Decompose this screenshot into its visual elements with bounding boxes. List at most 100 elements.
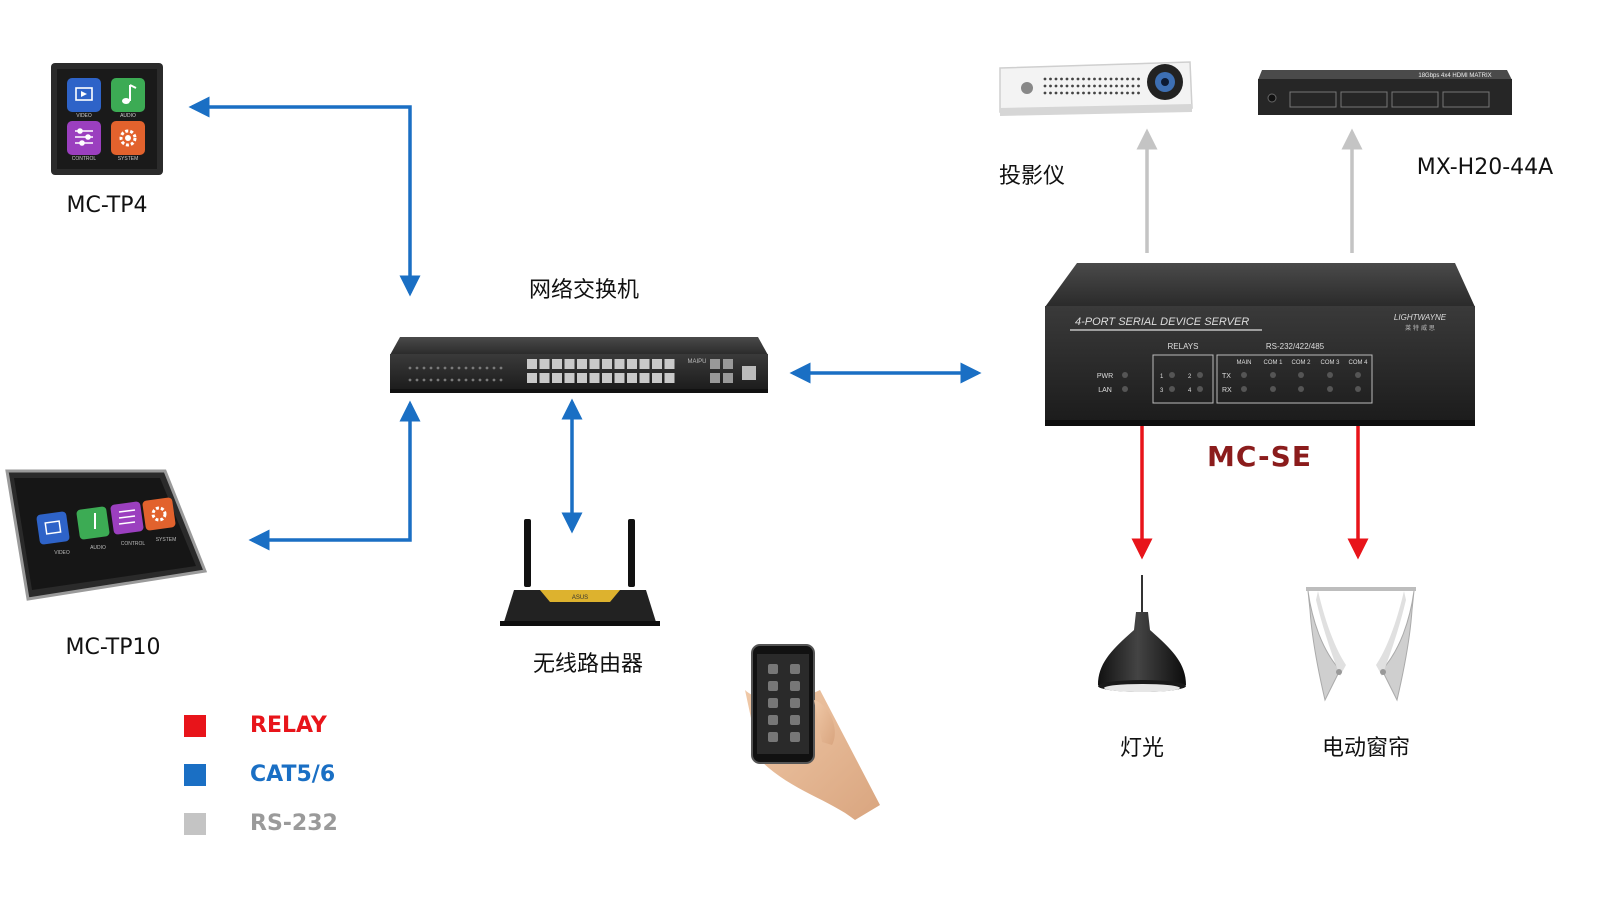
control-tile xyxy=(67,121,101,155)
light-label: 灯光 xyxy=(1119,736,1165,761)
pwr-led xyxy=(1122,372,1128,378)
relay-connections xyxy=(1131,425,1369,560)
video-tile xyxy=(36,511,70,545)
wireless-router: ASUS xyxy=(500,519,660,626)
app-icon xyxy=(768,732,778,742)
vent-hole xyxy=(1098,91,1102,95)
status-led xyxy=(464,366,468,370)
mc-se-device: 4-PORT SERIAL DEVICE SERVER LIGHTWAYNE 莱… xyxy=(1045,263,1475,426)
ethernet-port xyxy=(602,373,612,383)
status-led xyxy=(485,366,489,370)
rs232-connections xyxy=(1136,128,1363,253)
tile-caption: CONTROL xyxy=(121,541,146,547)
status-led xyxy=(415,378,419,382)
vent-hole xyxy=(1043,84,1047,88)
mcse-brand: LIGHTWAYNE xyxy=(1394,313,1447,322)
vent-hole xyxy=(1093,84,1096,88)
vent-hole xyxy=(1087,77,1091,81)
vent-hole xyxy=(1137,77,1140,81)
vent-hole xyxy=(1131,77,1135,81)
pwr-label: PWR xyxy=(1097,373,1113,380)
status-led xyxy=(436,366,440,370)
network-switch: MAIPU xyxy=(390,337,768,393)
rx-led xyxy=(1270,386,1276,392)
gear-icon xyxy=(151,506,167,522)
mcse-front-title: 4-PORT SERIAL DEVICE SERVER xyxy=(1075,316,1249,328)
legend-item-cat: CAT5/6 xyxy=(184,762,335,787)
ethernet-port xyxy=(627,359,637,369)
hdmi-port-group xyxy=(1340,91,1388,108)
ethernet-port xyxy=(614,373,625,383)
ethernet-port xyxy=(577,359,587,369)
vent-hole xyxy=(1060,77,1063,81)
ethernet-port xyxy=(639,359,650,369)
ethernet-port xyxy=(577,373,587,383)
legend-swatch xyxy=(184,714,206,737)
cat-connections xyxy=(188,96,982,551)
status-led xyxy=(485,378,489,382)
app-icon xyxy=(768,715,778,725)
port-label: MAIN xyxy=(1237,360,1252,366)
relays-title: RELAYS xyxy=(1168,342,1199,351)
sfp-port xyxy=(710,359,720,369)
vent-hole xyxy=(1087,91,1091,95)
status-led xyxy=(492,366,496,370)
status-led xyxy=(422,366,426,370)
vent-hole xyxy=(1065,77,1069,81)
sliders-icon xyxy=(75,128,93,146)
rx-led xyxy=(1327,386,1333,392)
status-led xyxy=(422,378,426,382)
mc-tp10-device: VIDEO AUDIO CONTROL SYSTEM xyxy=(5,469,208,601)
vent-hole xyxy=(1098,77,1102,81)
legend-label: RS-232 xyxy=(250,811,338,836)
console-port xyxy=(742,366,756,380)
app-icon xyxy=(790,664,800,674)
relay-num: 3 xyxy=(1160,388,1164,394)
matrix-ports xyxy=(1267,91,1490,108)
ethernet-port xyxy=(602,359,612,369)
switch-ports xyxy=(408,359,756,383)
ethernet-port xyxy=(552,373,562,383)
tx-led xyxy=(1355,372,1361,378)
legend-swatch xyxy=(184,763,206,786)
relay-num: 1 xyxy=(1160,374,1164,380)
ethernet-port xyxy=(664,373,675,383)
status-led xyxy=(415,366,419,370)
app-icon xyxy=(768,664,778,674)
relay-led xyxy=(1197,386,1203,392)
status-led xyxy=(457,366,461,370)
control-tile xyxy=(110,501,144,535)
app-icon xyxy=(768,681,778,691)
cat-line-tp10 xyxy=(248,400,421,551)
hdmi-port-group xyxy=(1391,91,1439,108)
relay-led xyxy=(1197,372,1203,378)
vent-hole xyxy=(1060,84,1063,88)
vent-hole xyxy=(1120,91,1124,95)
curtain-label: 电动窗帘 xyxy=(1321,736,1411,761)
audio-tile xyxy=(111,78,145,112)
ethernet-port xyxy=(527,359,537,369)
vent-hole xyxy=(1120,77,1124,81)
sfp-port xyxy=(723,373,733,383)
switch-label: 网络交换机 xyxy=(528,278,640,303)
vent-hole xyxy=(1043,77,1047,81)
status-led xyxy=(429,378,433,382)
lan-led xyxy=(1122,386,1128,392)
vent-hole xyxy=(1082,77,1085,81)
router-label: 无线路由器 xyxy=(532,652,644,677)
tx-led xyxy=(1241,372,1247,378)
ethernet-port xyxy=(539,373,550,383)
ethernet-port xyxy=(627,373,637,383)
sliders-icon xyxy=(118,509,136,525)
gear-icon xyxy=(119,129,137,147)
relays-frame xyxy=(1152,354,1214,404)
projector-vents xyxy=(1043,77,1140,95)
status-led xyxy=(499,366,503,370)
vent-hole xyxy=(1126,84,1129,88)
serial-frame xyxy=(1216,354,1373,404)
ethernet-port xyxy=(539,359,550,369)
vent-hole xyxy=(1109,77,1113,81)
tile-caption: VIDEO xyxy=(54,550,70,556)
tx-label: TX xyxy=(1222,373,1231,380)
